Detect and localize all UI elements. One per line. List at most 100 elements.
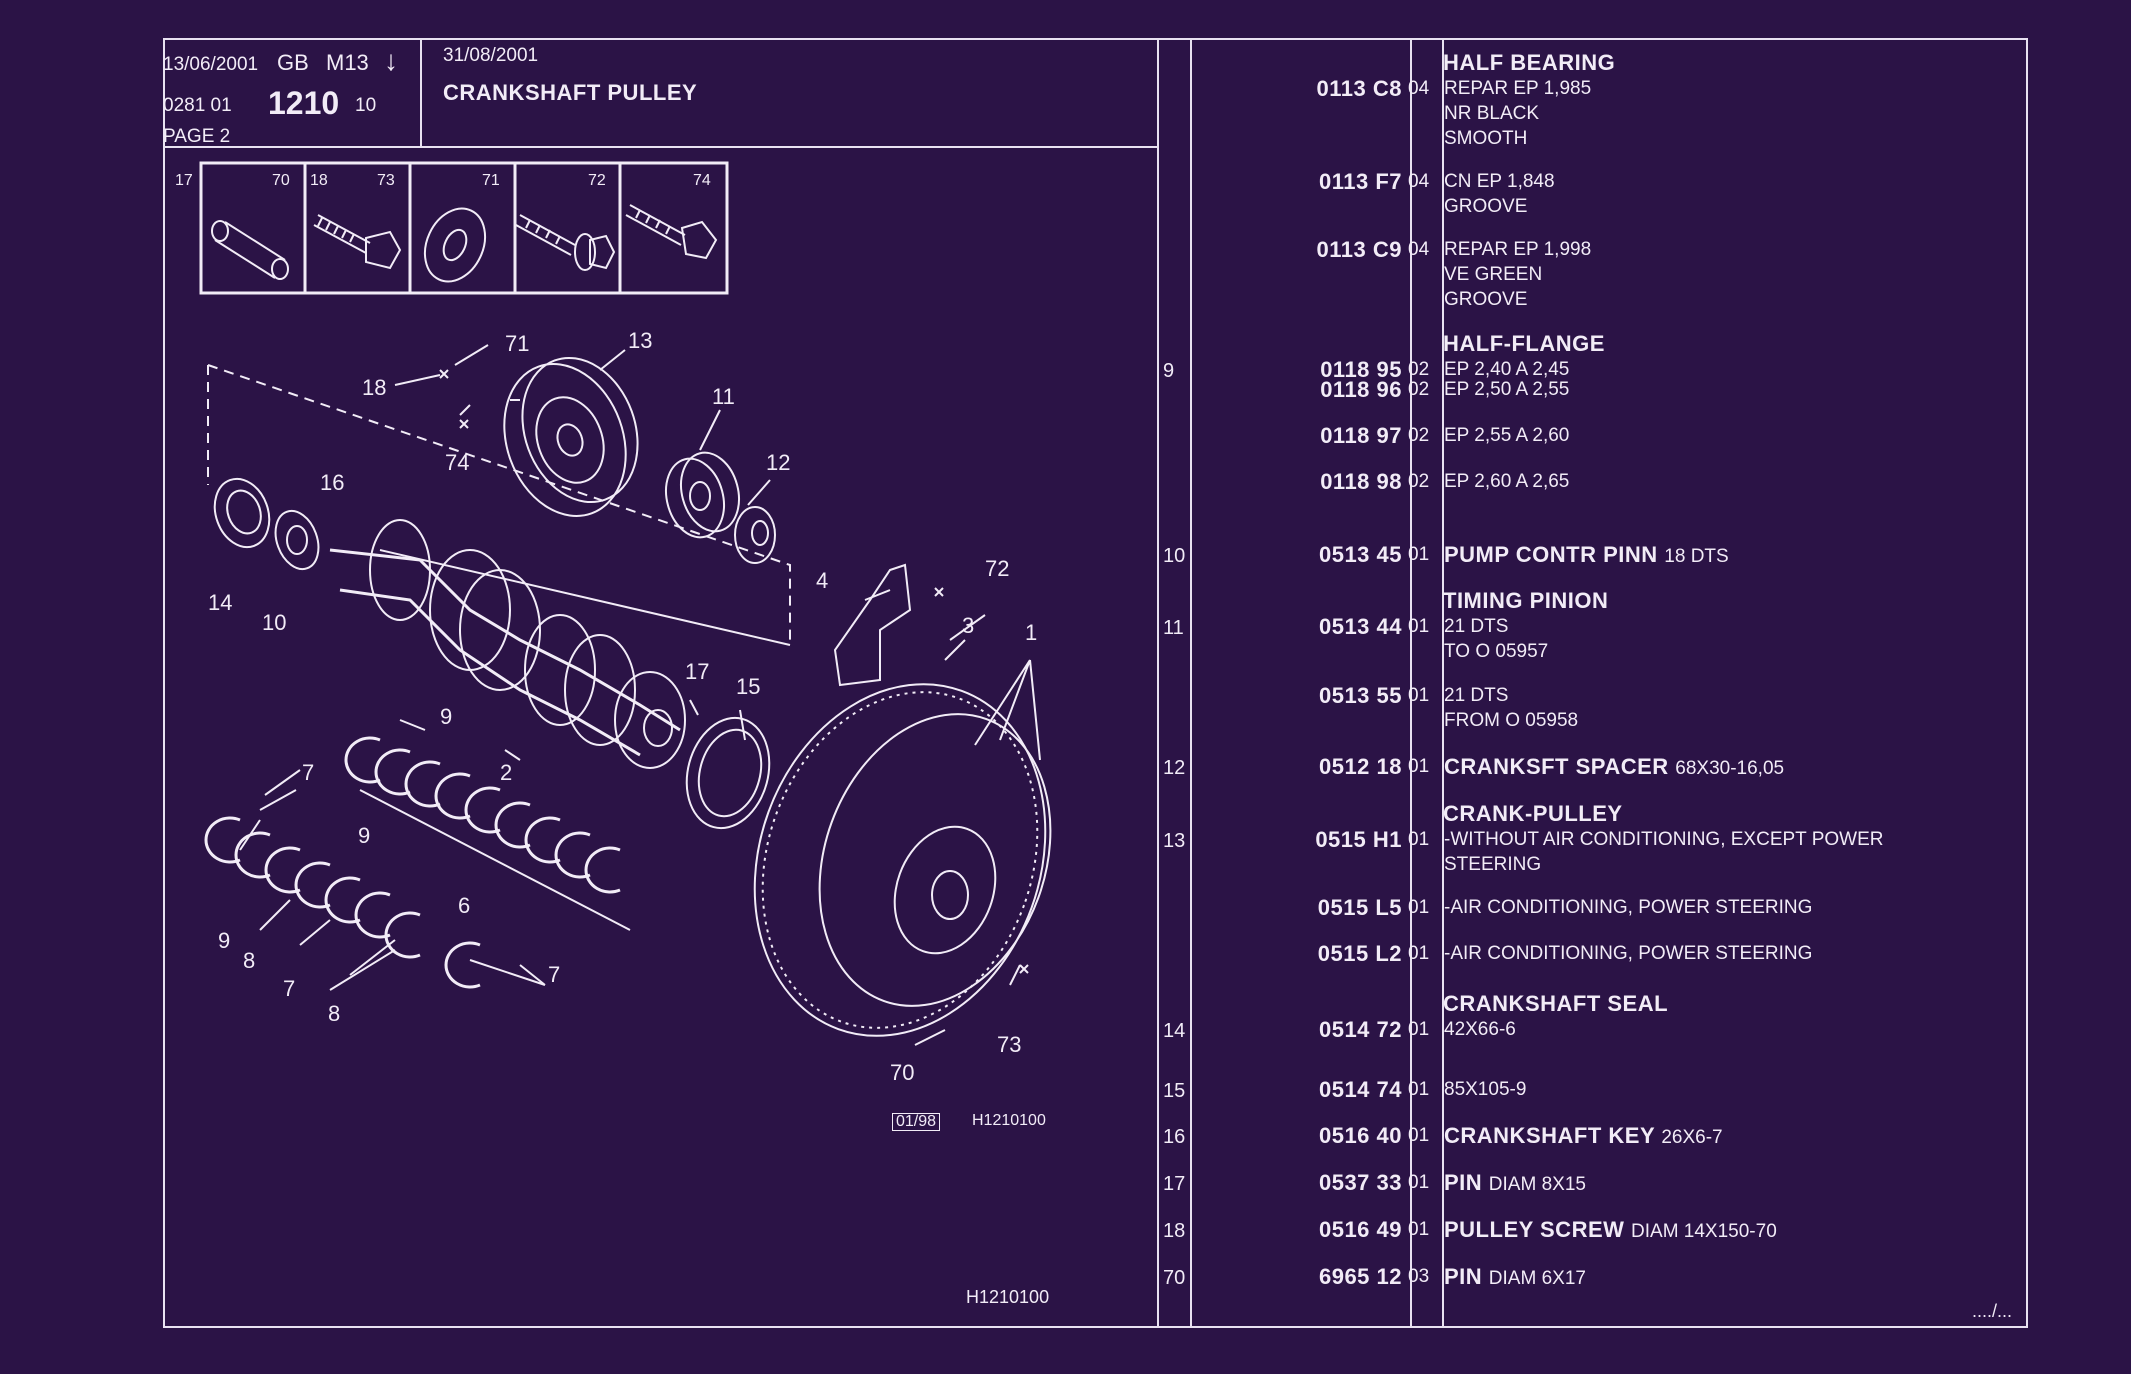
quantity: 01: [1408, 829, 1430, 850]
reference-number: 10: [1163, 545, 1186, 567]
quantity: 01: [1408, 544, 1430, 565]
continuation-mark: ..../...: [1972, 1301, 2013, 1321]
quantity: 01: [1408, 1079, 1430, 1100]
part-number: 0118 97: [1320, 423, 1402, 448]
part-number: 0118 95: [1320, 357, 1402, 382]
reference-number: 18: [1163, 1220, 1186, 1242]
part-number: 0516 40: [1318, 1123, 1402, 1148]
part-spec-line: NR BLACK: [1444, 103, 1540, 124]
quantity: 01: [1408, 1172, 1430, 1193]
reference-number: 16: [1163, 1126, 1186, 1148]
part-spec-line: -AIR CONDITIONING, POWER STEERING: [1444, 897, 1813, 918]
quantity: 01: [1408, 1219, 1430, 1240]
part-name: CRANKSHAFT KEY: [1444, 1123, 1662, 1148]
part-spec-line: EP 2,40 A 2,45: [1444, 359, 1570, 380]
crankshaft-drawing: [329, 519, 686, 769]
down-arrow-icon: ↓: [384, 45, 398, 76]
print-date: 13/06/2001: [163, 54, 259, 75]
part-name: PIN: [1444, 1170, 1489, 1195]
callout-label: 7: [548, 962, 561, 987]
reference-number: 12: [1163, 757, 1186, 779]
part-number: 0118 96: [1320, 377, 1402, 402]
quantity: 01: [1408, 1019, 1430, 1040]
part-spec-line: GROOVE: [1444, 289, 1528, 310]
reference-number: 15: [1163, 1080, 1186, 1102]
date-code-badge: 01/98: [892, 1113, 941, 1131]
part-description: CRANKSHAFT KEY 26X6-7: [1444, 1123, 1723, 1148]
part-spec-line: 85X105-9: [1444, 1079, 1527, 1100]
header-divider: [420, 38, 422, 146]
callout-label: 71: [505, 331, 530, 356]
callout-label: 9: [218, 928, 231, 953]
part-number: 6965 12: [1318, 1264, 1402, 1289]
bearing-shells-drawing: [204, 736, 631, 989]
bolt-icon: [625, 204, 718, 260]
part-number: 0512 18: [1318, 754, 1402, 779]
part-number: 0113 C8: [1316, 76, 1402, 101]
part-spec-line: FROM O 05958: [1444, 710, 1579, 731]
bracket-drawing: [833, 563, 912, 687]
part-spec-line: 21 DTS: [1444, 616, 1509, 637]
part-spec-line: REPAR EP 1,998: [1444, 239, 1592, 260]
callout-label: 4: [816, 568, 829, 593]
page-number: PAGE 2: [163, 126, 231, 147]
part-title: CRANKSHAFT SEAL: [1443, 991, 1669, 1016]
language-code: GB: [277, 50, 309, 75]
part-number: 0515 H1: [1315, 827, 1402, 852]
part-spec-line: 21 DTS: [1444, 685, 1509, 706]
issue-date: 31/08/2001: [443, 45, 539, 66]
quantity: 02: [1408, 379, 1430, 400]
column-divider: [1442, 38, 1444, 1328]
quantity: 01: [1408, 943, 1430, 964]
quantity: 03: [1408, 1266, 1430, 1287]
drawing-reference: H1210100: [966, 1287, 1050, 1307]
inset-label: 18: [310, 172, 328, 189]
callout-label: 73: [997, 1032, 1022, 1057]
timing-pinion-drawing: [665, 451, 740, 539]
screw-icon: [313, 214, 402, 270]
column-divider: [1157, 38, 1159, 1328]
callout-label: 10: [262, 610, 287, 635]
parts-sheet-frame: [163, 38, 2028, 1328]
part-spec-line: -AIR CONDITIONING, POWER STEERING: [1444, 943, 1813, 964]
part-spec: DIAM 8X15: [1488, 1174, 1586, 1195]
callout-label: 2: [500, 760, 513, 785]
part-number: 0113 C9: [1316, 237, 1402, 262]
callout-label: 15: [736, 674, 761, 699]
part-spec-line: CN EP 1,848: [1444, 171, 1555, 192]
fastener-inset-box: [199, 161, 729, 295]
group-number: 1210: [268, 85, 340, 121]
part-title: TIMING PINION: [1443, 588, 1609, 613]
quantity: 04: [1408, 78, 1430, 99]
callout-label: 7: [302, 760, 315, 785]
reference-number: 70: [1163, 1267, 1186, 1289]
inset-label: 17: [175, 172, 193, 189]
callout-label: 16: [320, 470, 345, 495]
callout-label: 17: [685, 659, 710, 684]
part-number: 0514 72: [1318, 1017, 1402, 1042]
part-spec-line: TO O 05957: [1444, 641, 1549, 662]
part-spec-line: -WITHOUT AIR CONDITIONING, EXCEPT POWER: [1444, 829, 1884, 850]
callout-label: 8: [328, 1001, 341, 1026]
washer-icon: [423, 207, 487, 283]
part-title: HALF-FLANGE: [1443, 331, 1605, 356]
callout-label: 12: [766, 450, 791, 475]
inset-label: 73: [377, 172, 395, 189]
callout-label: 6: [458, 893, 471, 918]
callout-label: 70: [890, 1060, 915, 1085]
part-number: 0513 44: [1318, 614, 1402, 639]
part-spec: 68X30-16,05: [1675, 758, 1785, 779]
part-spec-line: EP 2,50 A 2,55: [1444, 379, 1570, 400]
reference-number: 11: [1163, 617, 1184, 639]
part-name: PUMP CONTR PINN: [1444, 542, 1665, 567]
page-title: CRANKSHAFT PULLEY: [443, 80, 698, 105]
callout-label: 72: [985, 556, 1010, 581]
part-description: PULLEY SCREW DIAM 14X150-70: [1444, 1219, 1777, 1242]
quantity: 04: [1408, 171, 1430, 192]
part-spec-line: REPAR EP 1,985: [1444, 78, 1592, 99]
callout-label: 18: [362, 375, 387, 400]
header-divider: [163, 146, 1157, 148]
reference-number: 13: [1163, 830, 1186, 852]
callout-label: 9: [440, 704, 453, 729]
